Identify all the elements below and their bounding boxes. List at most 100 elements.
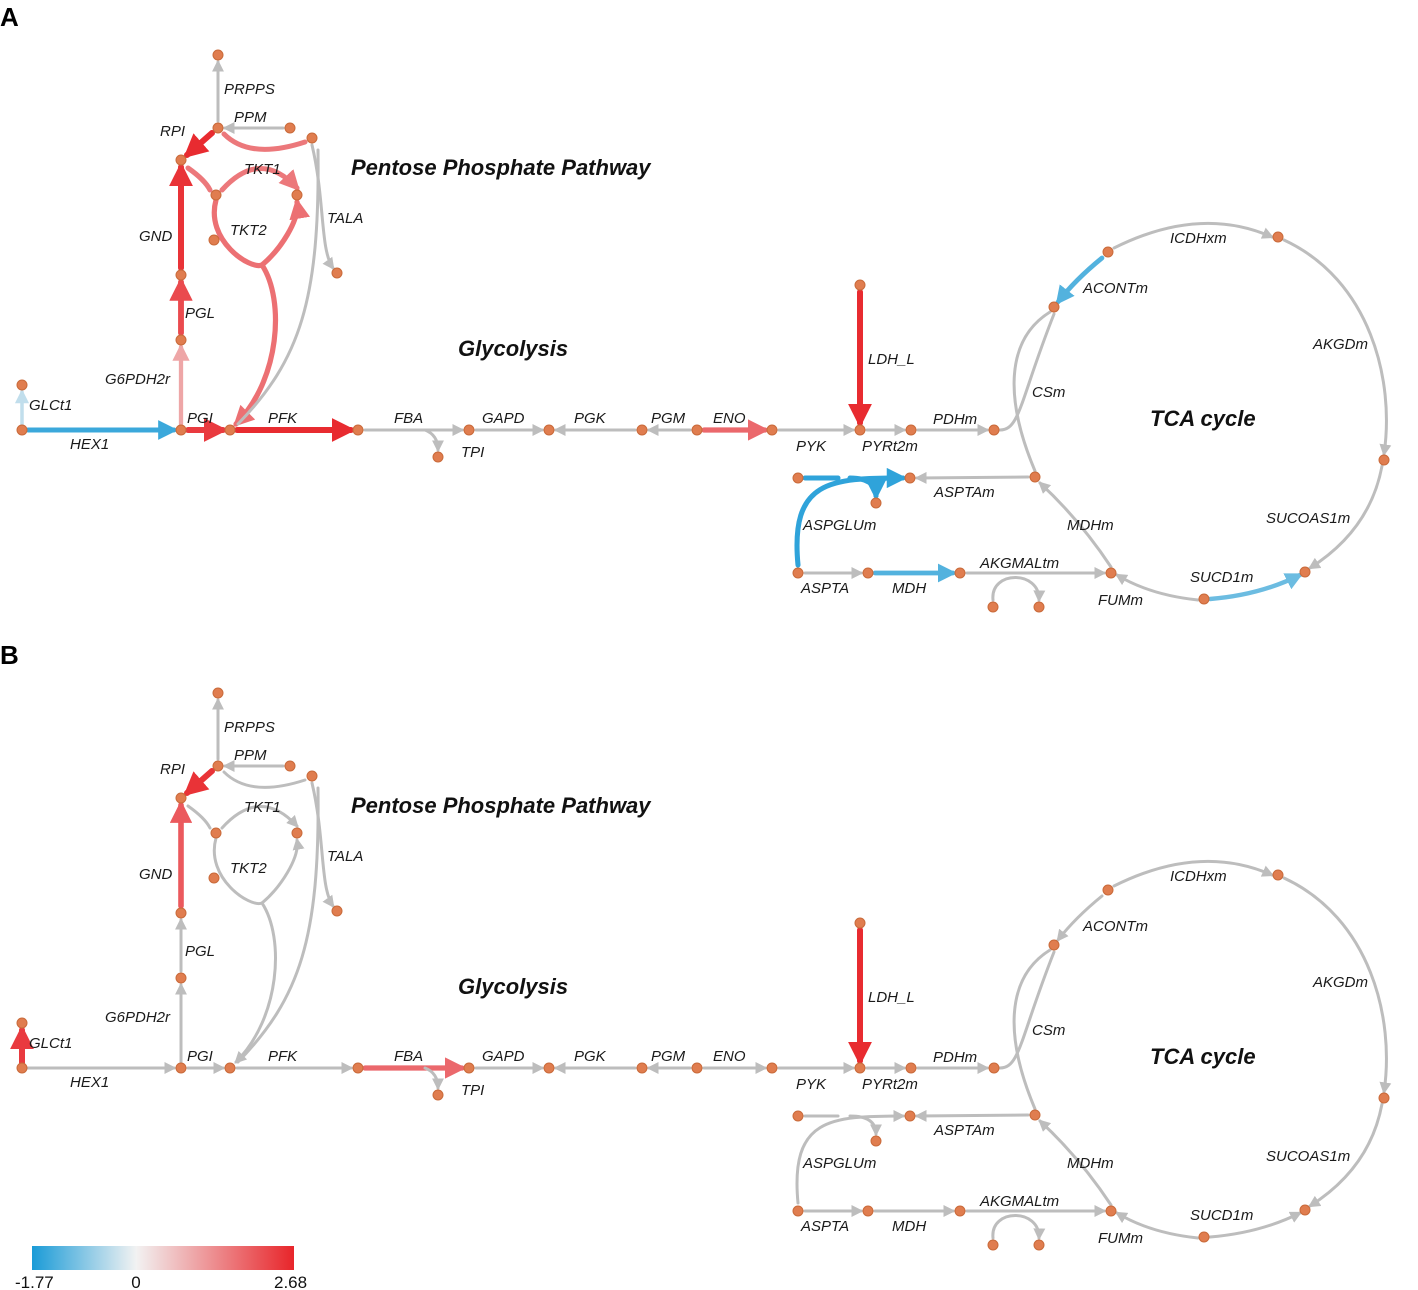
reaction-label-acontm: ACONTm <box>1082 918 1148 935</box>
reaction-label-pyrt2m: PYRt2m <box>862 438 918 455</box>
metabolite-node <box>987 601 999 613</box>
metabolite-node <box>175 269 187 281</box>
reaction-label-fumm: FUMm <box>1098 592 1143 609</box>
reaction-edge-tkt1 <box>186 804 212 830</box>
metabolite-node <box>870 497 882 509</box>
metabolite-node <box>175 424 187 436</box>
reaction-edge-sucd1m <box>1208 1211 1303 1239</box>
reaction-label-asptam: ASPTAm <box>933 484 995 501</box>
reaction-edge-tkt1 <box>222 770 307 789</box>
metabolite-node <box>792 1110 804 1122</box>
metabolite-node <box>691 424 703 436</box>
reaction-label-pdhm: PDHm <box>933 411 977 428</box>
reaction-edge-tkt2 <box>234 901 277 1064</box>
metabolite-node <box>1198 593 1210 605</box>
reaction-edge-akgmaltm <box>991 1214 1046 1241</box>
reaction-label-pgl: PGL <box>185 305 215 322</box>
reaction-label-rpi: RPI <box>160 123 185 140</box>
metabolite-node <box>543 424 555 436</box>
reaction-label-pgk: PGK <box>574 1048 607 1065</box>
reaction-label-g6pdh2r: G6PDH2r <box>105 371 171 388</box>
metabolite-node <box>175 154 187 166</box>
reaction-edge-tala <box>310 143 335 270</box>
reaction-label-tala: TALA <box>327 210 363 227</box>
reaction-label-tkt1: TKT1 <box>244 799 281 816</box>
reaction-label-pgl: PGL <box>185 943 215 960</box>
metabolite-node <box>904 1110 916 1122</box>
reaction-label-eno: ENO <box>713 410 746 427</box>
reaction-edge-tkt2 <box>212 836 264 906</box>
reaction-label-prpps: PRPPS <box>224 81 275 98</box>
reaction-label-gnd: GND <box>139 866 173 883</box>
reaction-label-tkt2: TKT2 <box>230 860 267 877</box>
panel-letter: B <box>0 640 19 670</box>
metabolite-node <box>306 770 318 782</box>
metabolite-node <box>1033 601 1045 613</box>
panel-letter: A <box>0 2 19 32</box>
reaction-label-sucoas1m: SUCOAS1m <box>1266 1148 1350 1165</box>
metabolite-node <box>905 1062 917 1074</box>
metabolite-node <box>988 1062 1000 1074</box>
metabolite-node <box>1048 301 1060 313</box>
metabolite-node <box>16 1017 28 1029</box>
metabolite-node <box>331 267 343 279</box>
reaction-edge-rpi <box>183 768 215 797</box>
reaction-edge-tkt1 <box>220 805 299 830</box>
reaction-label-pgm: PGM <box>651 1048 686 1065</box>
metabolite-node <box>463 1062 475 1074</box>
metabolite-node <box>1033 1239 1045 1251</box>
reaction-label-g6pdh2r: G6PDH2r <box>105 1009 171 1026</box>
metabolite-node <box>463 424 475 436</box>
metabolite-node <box>210 189 222 201</box>
metabolite-node <box>1029 471 1041 483</box>
metabolite-node <box>954 567 966 579</box>
region-label-tca: TCA cycle <box>1150 406 1256 431</box>
colorscale-max-label: 2.68 <box>274 1273 307 1290</box>
metabolite-node <box>210 827 222 839</box>
metabolite-node <box>432 451 444 463</box>
reaction-label-csm: CSm <box>1032 1022 1065 1039</box>
metabolite-node <box>212 122 224 134</box>
metabolite-node <box>291 827 303 839</box>
metabolite-node <box>1048 939 1060 951</box>
reaction-label-csm: CSm <box>1032 384 1065 401</box>
reaction-label-ppm: PPM <box>234 109 267 126</box>
metabolite-node <box>792 472 804 484</box>
reaction-label-fba: FBA <box>394 1048 423 1065</box>
metabolite-node <box>1378 454 1390 466</box>
metabolite-node <box>212 687 224 699</box>
reaction-edge-asptam <box>914 471 1030 484</box>
reaction-edge-icdhxm <box>1112 221 1275 250</box>
metabolite-node <box>1102 884 1114 896</box>
metabolite-node <box>208 872 220 884</box>
reaction-label-aspglum: ASPGLUm <box>802 517 876 534</box>
reaction-label-tala: TALA <box>327 848 363 865</box>
reaction-edge-csm <box>998 950 1056 1070</box>
metabolite-node <box>792 1205 804 1217</box>
reaction-label-mdh: MDH <box>892 1218 926 1235</box>
reaction-edge-sucoas1m <box>1307 464 1384 570</box>
reaction-label-pfk: PFK <box>268 410 298 427</box>
region-label-ppp: Pentose Phosphate Pathway <box>351 155 652 180</box>
reaction-edge-akgdm <box>1282 238 1392 457</box>
metabolite-node <box>862 567 874 579</box>
reaction-label-aspta: ASPTA <box>800 1218 849 1235</box>
reaction-label-tkt2: TKT2 <box>230 222 267 239</box>
reaction-edge-tkt2 <box>259 197 310 268</box>
reaction-edge-aspglum <box>795 1110 906 1205</box>
colorscale-zero-label: 0 <box>131 1273 140 1290</box>
reaction-label-gapd: GAPD <box>482 1048 525 1065</box>
metabolite-node <box>224 424 236 436</box>
reaction-edge-tkt2 <box>260 837 305 905</box>
reaction-edge-akgmaltm <box>991 576 1046 603</box>
region-label-ppp: Pentose Phosphate Pathway <box>351 793 652 818</box>
reaction-label-pyrt2m: PYRt2m <box>862 1076 918 1093</box>
metabolite-node <box>1102 246 1114 258</box>
reaction-edge-tkt1 <box>219 165 300 193</box>
reaction-edge-mdhm <box>1038 481 1113 569</box>
reaction-label-hex1: HEX1 <box>70 1074 109 1091</box>
reaction-edge-acontm <box>1056 894 1104 942</box>
reaction-label-akgmaltm: AKGMALtm <box>979 1193 1059 1210</box>
metabolite-node <box>543 1062 555 1074</box>
reaction-label-tkt1: TKT1 <box>244 161 281 178</box>
